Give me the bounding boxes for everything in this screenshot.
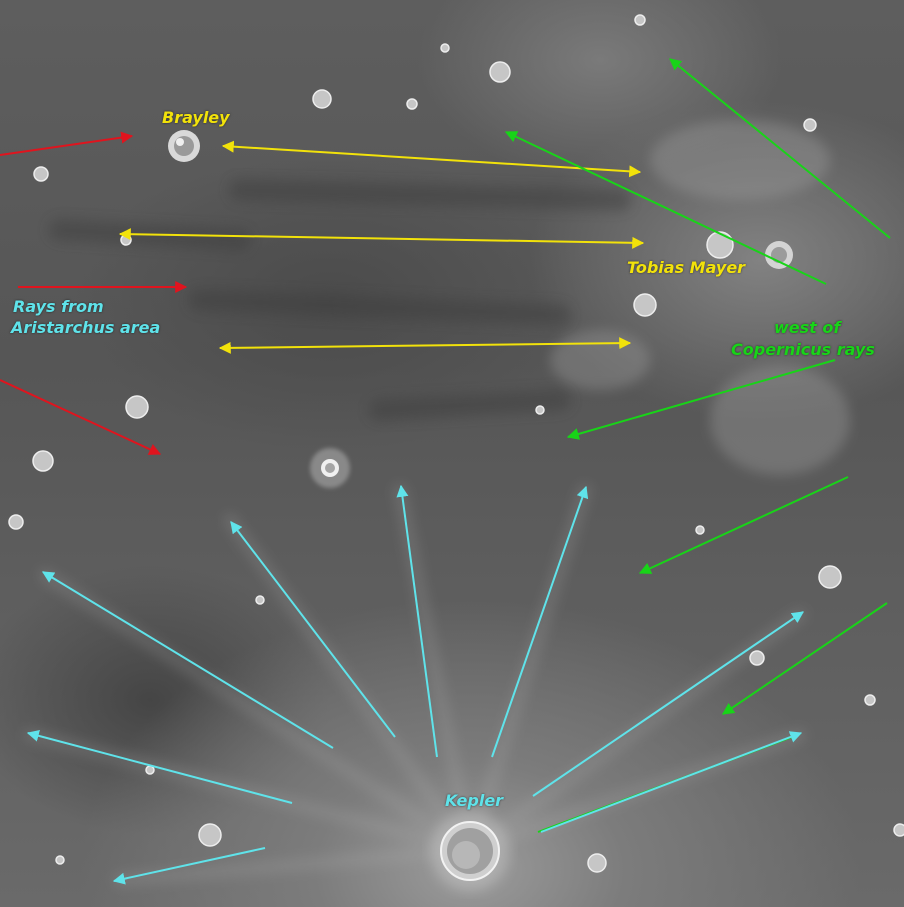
cyan-arrow-1 [112, 847, 266, 885]
green-arrow-1 [669, 58, 891, 239]
crater-tobias-mayer [765, 241, 793, 269]
label-kepler: Kepler [445, 791, 504, 810]
label-tobias-mayer: Tobias Mayer [627, 258, 746, 277]
cyan-arrow-5 [396, 484, 438, 758]
label-aristarchus-rays-line1: Rays from [13, 297, 104, 316]
crater-bright-ray-center [310, 448, 350, 488]
crater-brayley [168, 130, 200, 162]
yellow-double-arrow-2 [118, 228, 645, 249]
yellow-double-arrow-1 [221, 140, 642, 178]
label-brayley: Brayley [162, 108, 230, 127]
cyan-arrow-4 [230, 521, 396, 738]
crater-kepler [430, 811, 510, 891]
yellow-double-arrow-3 [218, 337, 632, 354]
cyan-arrow-8 [540, 731, 803, 833]
green-arrow-5 [722, 602, 888, 715]
dark-mare-streaks [49, 179, 631, 421]
cyan-arrow-3 [41, 571, 334, 749]
minor-craters [8, 14, 904, 873]
cyan-arrow-6 [491, 485, 589, 758]
green-arrow-4 [638, 476, 849, 574]
cyan-arrow-7 [532, 611, 804, 797]
label-copernicus-rays-line1: west of [774, 318, 841, 337]
green-arrow-2 [504, 131, 827, 285]
cyan-arrow-2 [26, 729, 293, 804]
red-arrow-3 [0, 379, 162, 455]
green-arrow-3 [566, 359, 836, 440]
label-copernicus-rays-line2: Copernicus rays [731, 340, 875, 359]
label-aristarchus-rays-line2: Aristarchus area [11, 318, 161, 337]
kepler-ray-streaks [23, 483, 807, 887]
red-arrow-1 [0, 131, 134, 156]
